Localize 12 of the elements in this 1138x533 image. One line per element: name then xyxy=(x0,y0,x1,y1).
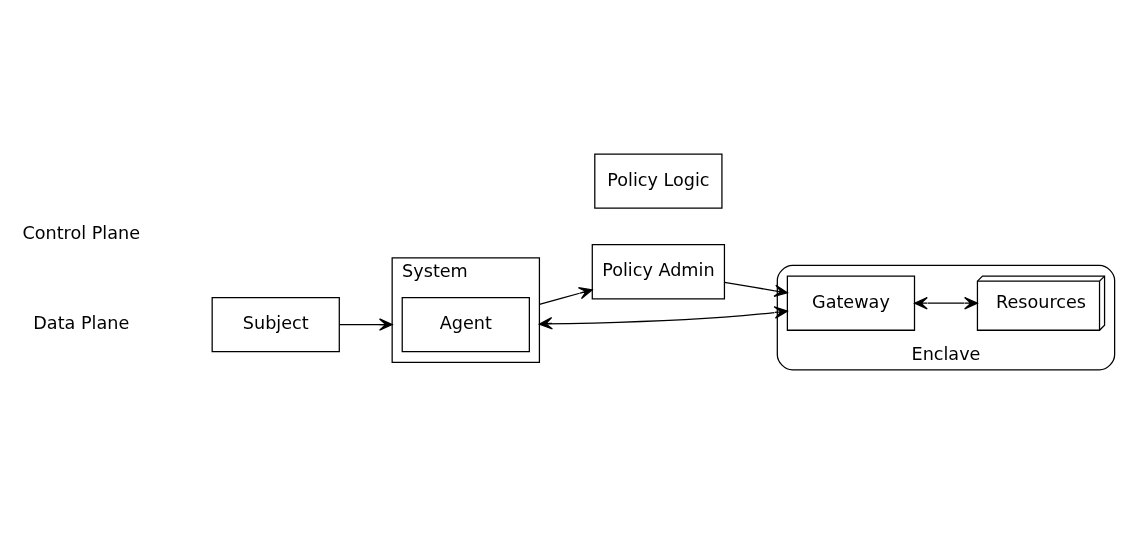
node-box: Policy Admin xyxy=(591,243,726,299)
arrow xyxy=(538,286,593,305)
arrow xyxy=(914,296,978,309)
node-box: Gateway xyxy=(786,275,916,331)
node-box: Agent xyxy=(401,296,530,352)
arrow xyxy=(723,281,788,297)
node-box: Subject xyxy=(211,296,340,352)
arrow xyxy=(538,305,788,330)
node-box: Policy Logic xyxy=(594,152,723,209)
label: Control Plane xyxy=(22,222,141,243)
label: Data Plane xyxy=(33,312,130,333)
arrow xyxy=(338,317,393,331)
